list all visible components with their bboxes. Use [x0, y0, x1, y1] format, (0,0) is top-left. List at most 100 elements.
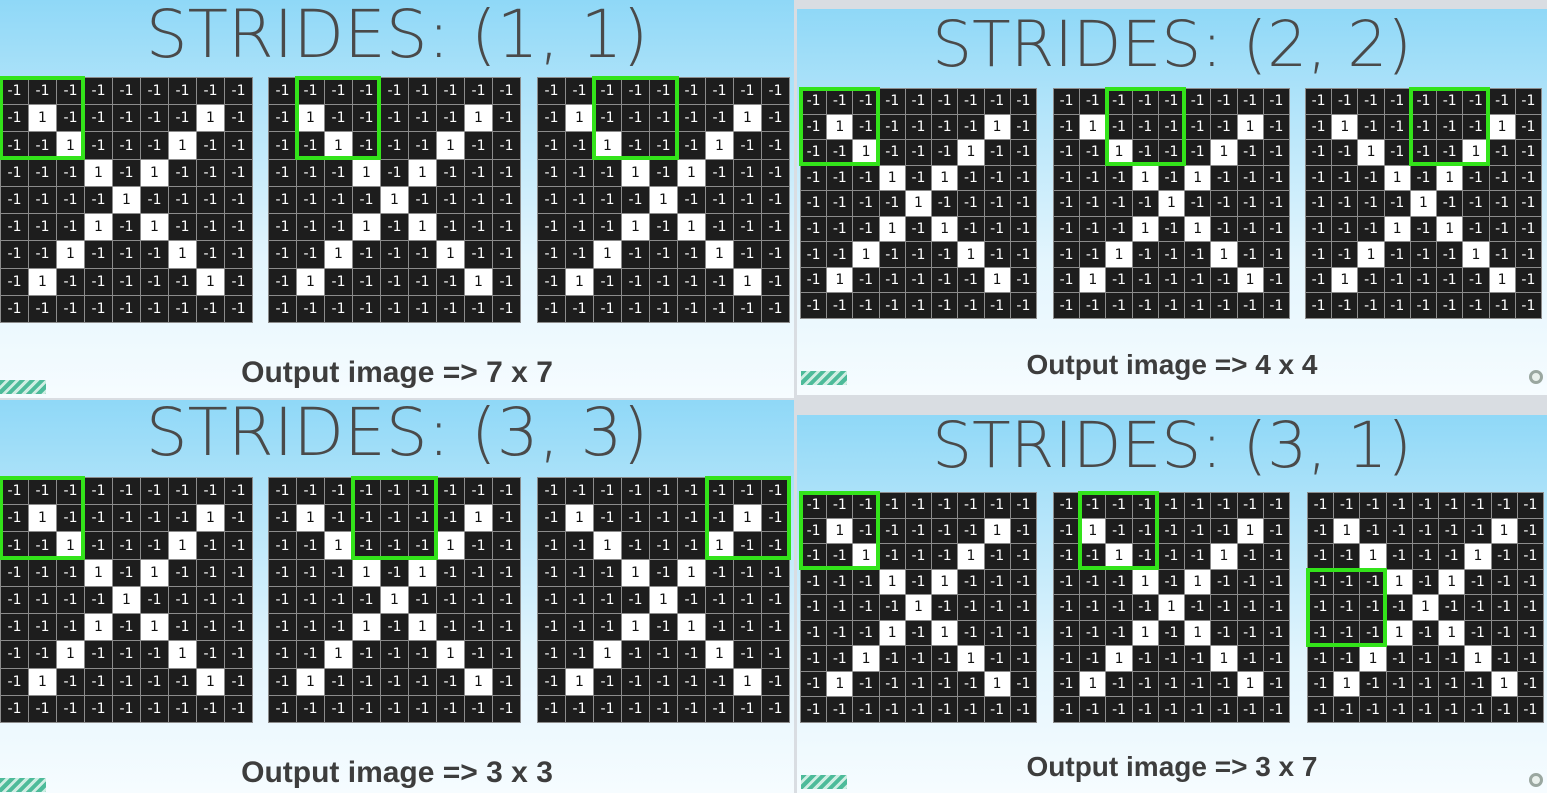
matrix-cell: -1 [380, 694, 409, 724]
matrix-cell: -1 [1210, 492, 1238, 519]
matrix-cell: -1 [1383, 139, 1411, 166]
matrix-cell: 1 [1464, 645, 1492, 672]
matrix-cell: -1 [931, 492, 959, 519]
matrix-cell: -1 [983, 292, 1011, 319]
matrix-cell: -1 [1409, 113, 1438, 141]
matrix-cell: -1 [537, 504, 566, 533]
matrix-cell: -1 [1131, 594, 1159, 621]
matrix-cell: 1 [1331, 113, 1359, 141]
matrix-cell: 1 [931, 215, 959, 243]
matrix-cell: -1 [84, 531, 113, 560]
matrix-cell: -1 [140, 504, 169, 533]
matrix-cell: -1 [268, 476, 297, 506]
matrix-cell: -1 [761, 131, 790, 160]
matrix-cell: -1 [878, 492, 906, 519]
matrix-cell: -1 [1262, 594, 1291, 621]
matrix-cell: -1 [957, 215, 985, 243]
matrix-cell: -1 [1157, 543, 1186, 570]
matrix-cell: -1 [408, 640, 437, 669]
matrix-cell: -1 [1516, 696, 1545, 723]
matrix-cell: -1 [904, 266, 933, 294]
matrix-cell: 1 [957, 241, 985, 268]
matrix-cell: -1 [677, 585, 706, 615]
matrix-cell: -1 [799, 241, 828, 268]
matrix-cell: -1 [1383, 113, 1411, 141]
matrix-cell: -1 [492, 213, 521, 242]
matrix-cell: 1 [878, 568, 906, 596]
matrix-cell: -1 [1236, 492, 1264, 519]
matrix-cell: -1 [1464, 568, 1492, 596]
matrix-cell: -1 [1184, 190, 1212, 217]
matrix-cell: -1 [649, 240, 678, 269]
matrix-cell: -1 [565, 531, 594, 560]
matrix-cell: -1 [826, 292, 854, 319]
matrix-cell: -1 [1009, 292, 1038, 319]
matrix-cell: 1 [1385, 619, 1413, 647]
matrix-cell: 1 [1079, 266, 1107, 294]
matrix-cell: -1 [1157, 266, 1186, 294]
matrix-cell: -1 [1009, 139, 1038, 166]
matrix-cell: -1 [1052, 645, 1081, 672]
matrix-cell: -1 [537, 213, 566, 242]
matrix-cell: -1 [196, 185, 225, 215]
matrix-cell: -1 [1438, 670, 1466, 698]
matrix-cell: 1 [408, 213, 437, 242]
matrix-cell: -1 [1079, 139, 1107, 166]
matrix-cell: -1 [1306, 670, 1335, 698]
matrix-cell: -1 [1411, 543, 1440, 570]
matrix-cell: -1 [1462, 113, 1490, 141]
matrix-cell: -1 [268, 613, 297, 642]
matrix-cell: -1 [408, 476, 437, 506]
matrix-row: -1-1-1-1-1-1-1-1-1 [1304, 292, 1543, 319]
matrix-cell: 1 [1411, 594, 1440, 621]
matrix-cell: -1 [1184, 517, 1212, 545]
matrix-cell: 1 [56, 240, 85, 269]
matrix-cell: -1 [677, 694, 706, 724]
matrix-cell: 1 [649, 185, 678, 215]
matrix-cell: -1 [408, 504, 437, 533]
matrix-cell: 1 [1157, 594, 1186, 621]
matrix-cell: -1 [1210, 517, 1238, 545]
matrix-cell: -1 [436, 185, 465, 215]
matrix-cell: -1 [649, 131, 678, 160]
matrix-cell: -1 [593, 476, 622, 506]
matrix-cell: -1 [957, 190, 985, 217]
matrix-cell: -1 [1131, 266, 1159, 294]
matrix-cell: -1 [492, 76, 521, 106]
matrix-cell: -1 [1333, 619, 1361, 647]
matrix-cell: -1 [196, 294, 225, 324]
matrix-row: -1-1-1-1-1-1-1-1-1 [537, 476, 790, 506]
matrix-cell: -1 [140, 585, 169, 615]
matrix-cell: -1 [1462, 292, 1490, 319]
matrix-cell: -1 [799, 619, 828, 647]
output-size-caption: Output image => 3 x 7 [1026, 751, 1318, 782]
matrix-cell: -1 [268, 267, 297, 296]
matrix-cell: -1 [852, 696, 880, 723]
matrix-cell: -1 [593, 185, 622, 215]
matrix-cell: -1 [1514, 164, 1543, 192]
matrix-cell: -1 [705, 104, 734, 133]
matrix-cell: -1 [492, 240, 521, 269]
matrix-cell: -1 [0, 240, 29, 269]
matrix-cell: -1 [1490, 594, 1518, 621]
matrix-cell: -1 [593, 213, 622, 242]
matrix-cell: -1 [1262, 670, 1291, 698]
matrix-cell: -1 [56, 694, 85, 724]
matrix-cell: -1 [705, 267, 734, 296]
matrix-cell: -1 [1236, 568, 1264, 596]
matrix-cell: -1 [1514, 190, 1543, 217]
matrix-cell: -1 [1262, 696, 1291, 723]
matrix-cell: 1 [436, 640, 465, 669]
matrix-cell: -1 [112, 667, 141, 696]
